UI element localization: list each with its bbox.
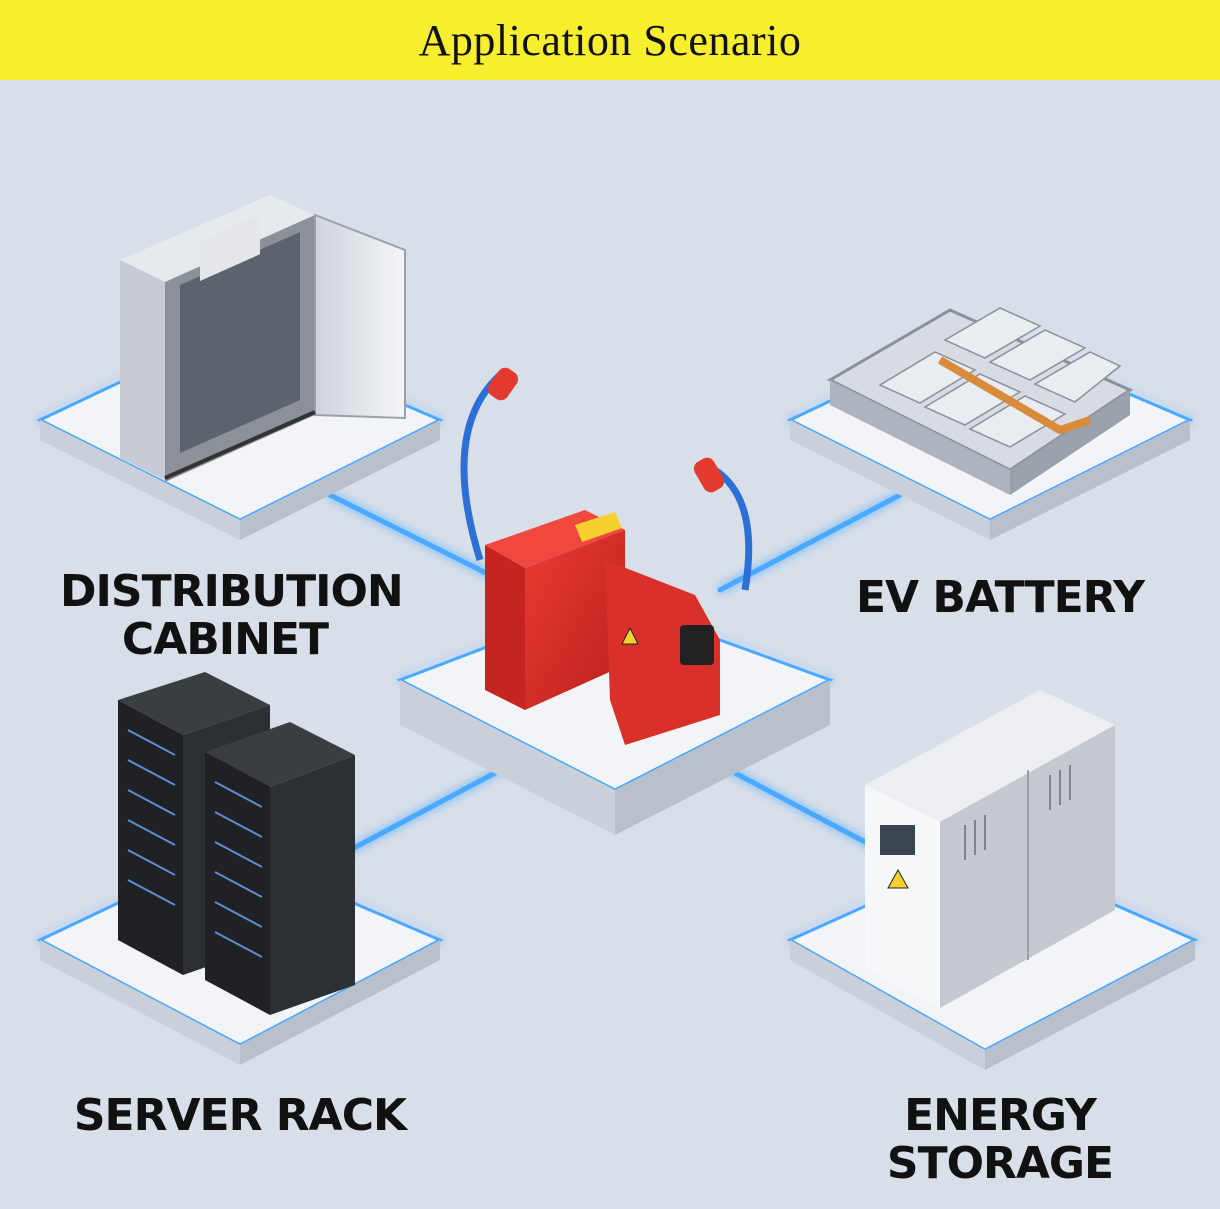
label-distribution-line1: DISTRIBUTION — [60, 566, 404, 617]
label-server-rack: SERVER RACK — [73, 1090, 407, 1141]
label-energy-storage: ENERGY STORAGE — [886, 1090, 1114, 1190]
terminal-port — [680, 625, 714, 665]
server-rack-icon — [118, 672, 355, 1015]
cabinet-panel — [200, 214, 260, 281]
control-screen — [880, 825, 915, 855]
electrical-cabinet-icon — [120, 195, 406, 482]
label-distribution-line2: CABINET — [121, 614, 329, 666]
connector-line-energy-storage — [717, 762, 883, 853]
surge-protector-icon — [460, 367, 753, 745]
label-ev-battery: EV BATTERY — [855, 572, 1145, 623]
label-distribution-cabinet: DISTRIBUTION CABINET — [60, 566, 404, 666]
scene-canvas — [36, 195, 1199, 1070]
header-title: Application Scenario — [418, 15, 802, 65]
header-banner: Application Scenario — [0, 0, 1220, 80]
warning-icon — [887, 868, 909, 889]
battery-pack-icon — [826, 307, 1134, 495]
connector-line-server-rack — [347, 762, 513, 853]
energy-storage-cabinet-icon — [865, 690, 1115, 1008]
